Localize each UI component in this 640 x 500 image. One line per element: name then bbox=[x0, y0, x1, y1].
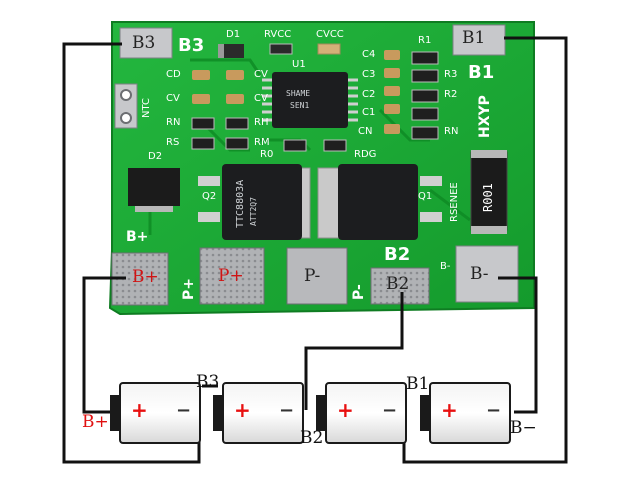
smd-components bbox=[191, 43, 439, 152]
chip-marking-q2: TTC8803A bbox=[235, 179, 246, 228]
silk-rn: RN bbox=[444, 126, 459, 137]
pad-label-b-minus: B- bbox=[470, 264, 489, 284]
silk-rm: RM bbox=[254, 137, 270, 148]
silk-rh: RH bbox=[254, 117, 269, 128]
mosfet-q1 bbox=[317, 164, 442, 240]
silk-rsense: RSENEE bbox=[449, 182, 460, 222]
silk-r2: R2 bbox=[444, 89, 458, 100]
silk-d1: D1 bbox=[226, 29, 241, 40]
silk-b3: B3 bbox=[178, 35, 205, 56]
wire-label-b-minus: B− bbox=[510, 418, 537, 438]
silk-rvcc: RVCC bbox=[264, 29, 292, 40]
silk-b-plus: B+ bbox=[126, 229, 149, 245]
pad-label-b-plus: B+ bbox=[132, 267, 159, 287]
pad-ntc bbox=[114, 83, 138, 129]
pad-b-minus bbox=[455, 245, 519, 303]
pad-b3 bbox=[119, 27, 173, 59]
chip-marking-q2-sub: ATT2Q7 bbox=[249, 197, 258, 226]
pad-label-b1: B1 bbox=[462, 28, 486, 48]
pad-label-b3: B3 bbox=[132, 33, 156, 53]
silk-cv-left: CV bbox=[166, 93, 180, 104]
silk-c4: C4 bbox=[362, 49, 376, 60]
wire-b-plus bbox=[82, 276, 126, 414]
battery-cell-2 bbox=[213, 382, 304, 444]
silk-hxyp: HXYP bbox=[477, 95, 493, 138]
silk-cv-top: CV bbox=[254, 69, 268, 80]
wire-label-b2: B2 bbox=[300, 428, 324, 448]
silk-p-plus: P+ bbox=[181, 278, 197, 300]
silk-q1: Q1 bbox=[418, 191, 433, 202]
wire-b3 bbox=[62, 42, 201, 464]
chip-marking-sense: R001 bbox=[481, 183, 495, 212]
ic-u1 bbox=[262, 72, 358, 128]
sense-resistor bbox=[470, 150, 508, 234]
wire-label-b3: B3 bbox=[196, 372, 220, 392]
pad-label-b2: B2 bbox=[386, 274, 410, 294]
silk-b2: B2 bbox=[384, 244, 411, 265]
silk-q2: Q2 bbox=[202, 191, 217, 202]
silk-c1: C1 bbox=[362, 107, 376, 118]
silk-cn: CN bbox=[358, 126, 373, 137]
chip-marking-u1-1: SHAME bbox=[286, 89, 311, 98]
wire-label-b-plus: B+ bbox=[82, 412, 109, 432]
silk-c3: C3 bbox=[362, 69, 376, 80]
wire-label-b1: B1 bbox=[406, 374, 430, 394]
pad-p-minus bbox=[286, 247, 348, 305]
cell-4-plus: + bbox=[441, 398, 458, 422]
cell-2-minus: − bbox=[279, 400, 295, 421]
silk-cd: CD bbox=[166, 69, 181, 80]
battery-cell-4 bbox=[420, 382, 511, 444]
silk-r1: R1 bbox=[418, 35, 432, 46]
pad-b1 bbox=[452, 24, 506, 56]
battery-cell-1 bbox=[110, 382, 201, 444]
battery-cell-3 bbox=[316, 382, 407, 444]
cell-1-minus: − bbox=[176, 400, 192, 421]
silk-b-minus: B- bbox=[440, 261, 451, 272]
diode-d2 bbox=[128, 168, 180, 212]
pad-p-plus bbox=[199, 247, 265, 305]
wire-b-minus bbox=[498, 276, 538, 414]
pad-label-p-plus: P+ bbox=[218, 266, 244, 286]
pad-b2 bbox=[370, 267, 430, 305]
wire-b2 bbox=[304, 292, 404, 410]
pad-label-p-minus: P- bbox=[304, 266, 321, 286]
silk-d2: D2 bbox=[148, 151, 163, 162]
silk-ntc: NTC bbox=[141, 98, 152, 118]
cell-3-minus: − bbox=[382, 400, 398, 421]
cell-2-plus: + bbox=[234, 398, 251, 422]
silk-r0: R0 bbox=[260, 149, 274, 160]
silk-p-minus: P- bbox=[351, 284, 367, 300]
silk-rdg: RDG bbox=[354, 149, 377, 160]
silk-cvcc: CVCC bbox=[316, 29, 344, 40]
chip-marking-u1-2: SEN1 bbox=[290, 101, 310, 110]
silk-r3: R3 bbox=[444, 69, 458, 80]
mosfet-q2 bbox=[198, 164, 311, 240]
silk-c2: C2 bbox=[362, 89, 376, 100]
cell-4-minus: − bbox=[486, 400, 502, 421]
wire-b1 bbox=[402, 36, 568, 464]
silk-u1: U1 bbox=[292, 59, 306, 70]
silk-rn-left: RN bbox=[166, 117, 181, 128]
silk-rs: RS bbox=[166, 137, 180, 148]
cell-3-plus: + bbox=[337, 398, 354, 422]
wires bbox=[62, 36, 568, 464]
cell-1-plus: + bbox=[131, 398, 148, 422]
diode-d1 bbox=[218, 44, 244, 58]
silk-cv-right: CV bbox=[254, 93, 268, 104]
silk-b1: B1 bbox=[468, 62, 495, 83]
